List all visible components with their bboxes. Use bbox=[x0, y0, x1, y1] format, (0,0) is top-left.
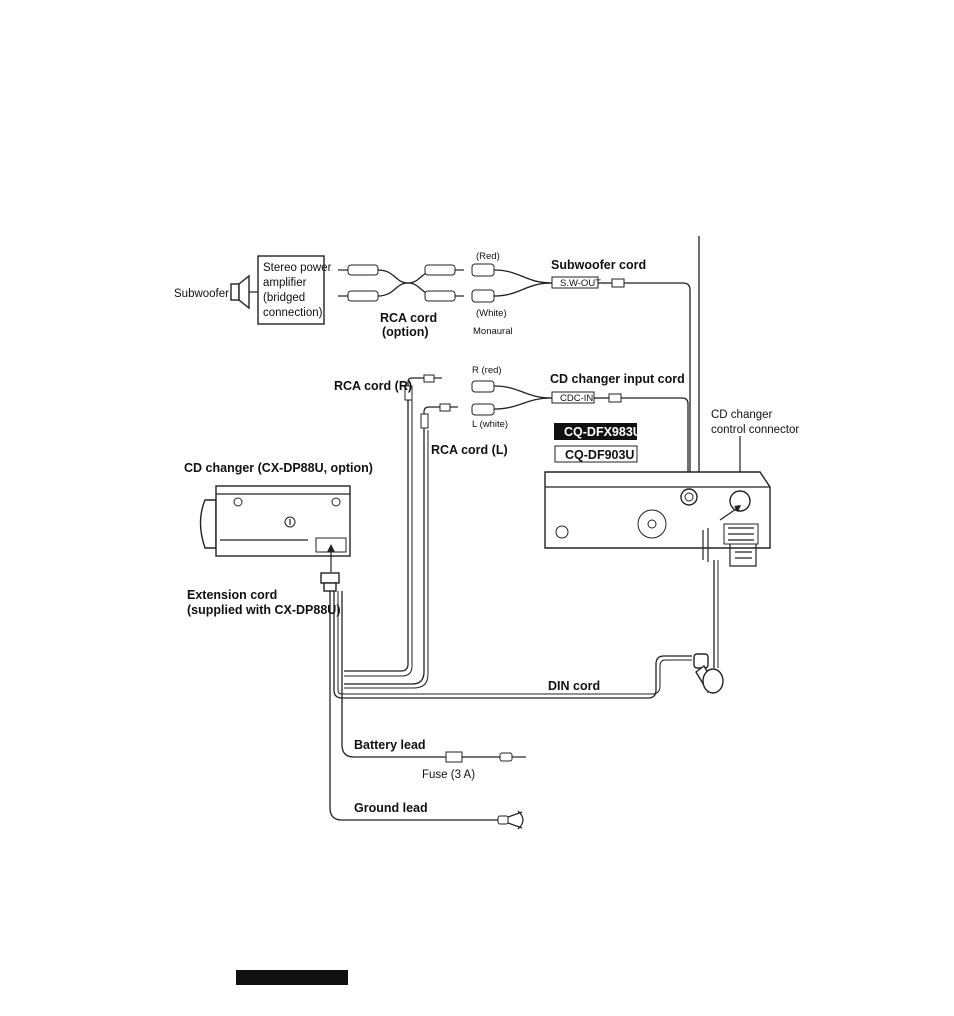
fuse-label: Fuse (3 A) bbox=[422, 769, 475, 781]
amplifier-label-1: Stereo power bbox=[263, 262, 332, 274]
rca-cord-r-label: RCA cord (R) bbox=[334, 379, 412, 393]
subwoofer-speaker-icon bbox=[230, 274, 250, 310]
control-arrow-head-icon bbox=[734, 505, 741, 512]
rca-cord-option-label-2: (option) bbox=[382, 325, 429, 339]
subwoofer-cord-label: Subwoofer cord bbox=[551, 258, 646, 272]
subwoofer-label: Subwoofer bbox=[174, 288, 229, 300]
sw-out-label: S.W-OUT bbox=[560, 278, 601, 289]
rca-cord-r bbox=[344, 374, 442, 677]
model-badge-dfx983u bbox=[554, 423, 637, 440]
monaural-label: Monaural bbox=[473, 326, 513, 337]
subwoofer-cord bbox=[471, 263, 691, 494]
redaction-bar bbox=[236, 970, 348, 985]
rca-cord-option-label-1: RCA cord bbox=[380, 311, 437, 325]
model-badge-dfx983u-text: CQ-DFX983U bbox=[564, 425, 642, 439]
control-arrow bbox=[719, 506, 740, 521]
extension-cord-label-1: Extension cord bbox=[187, 588, 277, 602]
white-label: (White) bbox=[476, 308, 507, 319]
amplifier-label-3: (bridged bbox=[263, 292, 305, 304]
ground-lead bbox=[329, 807, 524, 830]
amplifier-label-4: connection) bbox=[263, 307, 323, 319]
cdc-in-label: CDC-IN bbox=[560, 393, 593, 404]
cd-changer-input-cord bbox=[471, 380, 689, 494]
rca-cord-l-label: RCA cord (L) bbox=[431, 443, 508, 457]
l-white-label: L (white) bbox=[472, 419, 508, 430]
din-cord-label: DIN cord bbox=[548, 679, 600, 693]
cd-changer-unit bbox=[199, 485, 351, 557]
ground-lead-label: Ground lead bbox=[354, 801, 428, 815]
rca-cord-l bbox=[344, 403, 458, 689]
battery-lead-label: Battery lead bbox=[354, 738, 426, 752]
extension-cord-trunk bbox=[329, 591, 343, 808]
model-badge-df903u-text: CQ-DF903U bbox=[565, 448, 634, 462]
amplifier-label-2: amplifier bbox=[263, 277, 307, 289]
amplifier-box bbox=[257, 255, 325, 325]
rca-cord-option bbox=[338, 264, 464, 302]
model-badge-df903u bbox=[554, 445, 638, 463]
cd-changer-arrow-head-icon bbox=[327, 544, 335, 552]
cd-changer-input-cord-label: CD changer input cord bbox=[550, 372, 685, 386]
din-cord bbox=[333, 560, 724, 699]
head-unit bbox=[544, 471, 771, 567]
cd-control-label-2: control connector bbox=[711, 424, 799, 436]
cd-changer-label: CD changer (CX-DP88U, option) bbox=[184, 461, 373, 475]
r-red-label: R (red) bbox=[472, 365, 502, 376]
red-label: (Red) bbox=[476, 251, 500, 262]
battery-lead bbox=[341, 744, 526, 763]
extension-plug bbox=[320, 572, 340, 584]
cd-control-label-1: CD changer bbox=[711, 409, 773, 421]
extension-cord-label-2: (supplied with CX-DP88U) bbox=[187, 603, 340, 617]
